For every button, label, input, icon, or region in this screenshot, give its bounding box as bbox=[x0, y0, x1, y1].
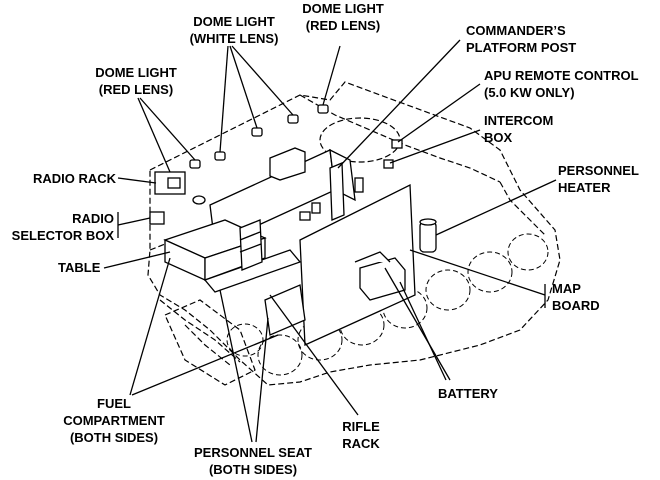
label-dome-light-red-top: DOME LIGHT (RED LENS) bbox=[302, 1, 384, 33]
label-personnel-heater: PERSONNEL HEATER bbox=[558, 163, 639, 195]
leader-lines bbox=[103, 39, 557, 443]
personnel-heater-shape bbox=[419, 221, 437, 253]
commanders-post-shape bbox=[329, 162, 345, 221]
label-table: TABLE bbox=[58, 260, 101, 275]
label-dome-light-red-left: DOME LIGHT (RED LENS) bbox=[95, 65, 177, 97]
label-fuel-compartment: FUEL COMPARTMENT (BOTH SIDES) bbox=[63, 396, 165, 445]
battery-shape bbox=[359, 257, 406, 301]
rifle-rack-shape bbox=[239, 219, 263, 271]
label-radio-rack: RADIO RACK bbox=[32, 171, 116, 186]
label-intercom-box: INTERCOM BOX bbox=[484, 113, 554, 145]
label-rifle-rack: RIFLE RACK bbox=[342, 419, 380, 451]
label-personnel-seat: PERSONNEL SEAT (BOTH SIDES) bbox=[194, 445, 312, 477]
label-apu-remote-control: APU REMOTE CONTROL (5.0 KW ONLY) bbox=[484, 68, 639, 100]
radio-selector-shape bbox=[149, 211, 165, 225]
side-door bbox=[164, 299, 256, 386]
label-battery: BATTERY bbox=[438, 386, 498, 401]
label-map-board: MAP BOARD bbox=[552, 281, 600, 313]
label-radio-selector-box: RADIO SELECTOR BOX bbox=[11, 211, 114, 243]
interior-components bbox=[149, 104, 437, 346]
label-dome-light-white: DOME LIGHT (WHITE LENS) bbox=[189, 14, 279, 46]
label-commanders-platform-post: COMMANDER’S PLATFORM POST bbox=[466, 23, 577, 55]
